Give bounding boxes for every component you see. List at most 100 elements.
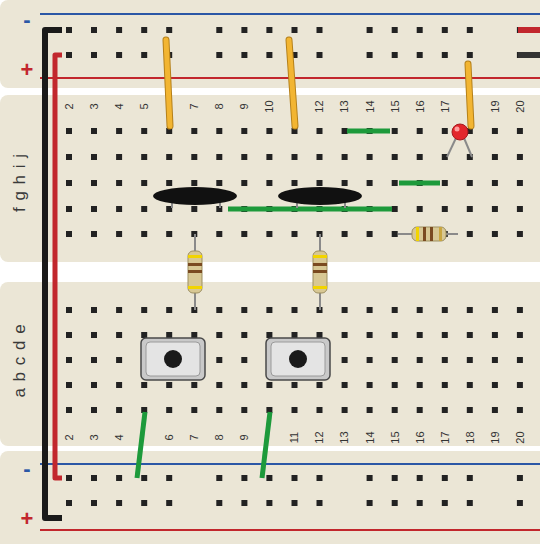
hole xyxy=(166,500,172,506)
hole xyxy=(116,382,122,388)
hole xyxy=(342,307,348,313)
hole xyxy=(116,180,122,186)
hole xyxy=(116,475,122,481)
rail-sign: - xyxy=(23,458,30,480)
hole xyxy=(417,128,423,134)
hole xyxy=(367,154,373,160)
hole xyxy=(241,500,247,506)
hole xyxy=(166,407,172,413)
column-number: 13 xyxy=(339,100,350,112)
hole xyxy=(292,154,298,160)
hole xyxy=(91,154,97,160)
hole xyxy=(392,332,398,338)
hole xyxy=(417,475,423,481)
hole xyxy=(317,128,323,134)
hole xyxy=(467,382,473,388)
column-number: 13 xyxy=(339,431,350,443)
hole xyxy=(492,206,498,212)
hole xyxy=(517,128,523,134)
hole xyxy=(216,332,222,338)
hole xyxy=(166,382,172,388)
wire-end xyxy=(518,52,540,58)
hole xyxy=(367,407,373,413)
hole xyxy=(66,180,72,186)
hole xyxy=(166,180,172,186)
hole xyxy=(442,206,448,212)
hole xyxy=(467,27,473,33)
hole xyxy=(241,407,247,413)
hole xyxy=(442,407,448,413)
hole xyxy=(241,475,247,481)
hole xyxy=(216,52,222,58)
hole xyxy=(66,500,72,506)
hole xyxy=(66,407,72,413)
column-number: 20 xyxy=(514,100,525,112)
hole xyxy=(492,231,498,237)
hole xyxy=(317,52,323,58)
hole xyxy=(417,332,423,338)
jumper-wire xyxy=(137,131,440,478)
hole xyxy=(141,180,147,186)
hole xyxy=(66,332,72,338)
hole xyxy=(517,382,523,388)
hole xyxy=(467,407,473,413)
hole-grid xyxy=(66,27,540,506)
hole xyxy=(492,357,498,363)
hole xyxy=(342,180,348,186)
column-number: 7 xyxy=(189,434,200,440)
hole xyxy=(116,128,122,134)
hole xyxy=(241,382,247,388)
hole xyxy=(66,231,72,237)
led xyxy=(447,124,472,157)
hole xyxy=(442,382,448,388)
column-number: 19 xyxy=(489,100,500,112)
hole xyxy=(191,128,197,134)
column-number: 15 xyxy=(389,431,400,443)
hole xyxy=(442,357,448,363)
hole xyxy=(517,307,523,313)
hole xyxy=(392,500,398,506)
hole xyxy=(292,382,298,388)
column-number: 6 xyxy=(164,434,175,440)
hole xyxy=(216,382,222,388)
column-number: 3 xyxy=(89,103,100,109)
hole xyxy=(191,332,197,338)
hole xyxy=(417,357,423,363)
piezo-buzzer xyxy=(153,187,362,208)
hole xyxy=(442,52,448,58)
hole xyxy=(392,475,398,481)
hole xyxy=(216,128,222,134)
hole xyxy=(417,307,423,313)
hole xyxy=(266,154,272,160)
hole xyxy=(116,357,122,363)
rail-line xyxy=(40,529,540,531)
hole xyxy=(392,206,398,212)
hole xyxy=(116,332,122,338)
hole xyxy=(367,52,373,58)
hole xyxy=(166,154,172,160)
hole xyxy=(91,332,97,338)
column-number: 14 xyxy=(364,431,375,443)
hole xyxy=(216,500,222,506)
hole xyxy=(141,307,147,313)
hole xyxy=(191,154,197,160)
hole xyxy=(292,407,298,413)
hole xyxy=(342,231,348,237)
hole xyxy=(492,128,498,134)
hole xyxy=(141,332,147,338)
hole xyxy=(392,52,398,58)
hole xyxy=(166,332,172,338)
row-letters: f g h i j xyxy=(11,152,28,211)
hole xyxy=(492,332,498,338)
column-number: 4 xyxy=(114,103,125,109)
hole xyxy=(91,307,97,313)
hole xyxy=(467,500,473,506)
hole xyxy=(367,27,373,33)
column-number: 15 xyxy=(389,100,400,112)
column-number: 10 xyxy=(264,100,275,112)
hole xyxy=(166,307,172,313)
hole xyxy=(392,407,398,413)
hole xyxy=(216,154,222,160)
hole xyxy=(517,180,523,186)
hole xyxy=(317,407,323,413)
